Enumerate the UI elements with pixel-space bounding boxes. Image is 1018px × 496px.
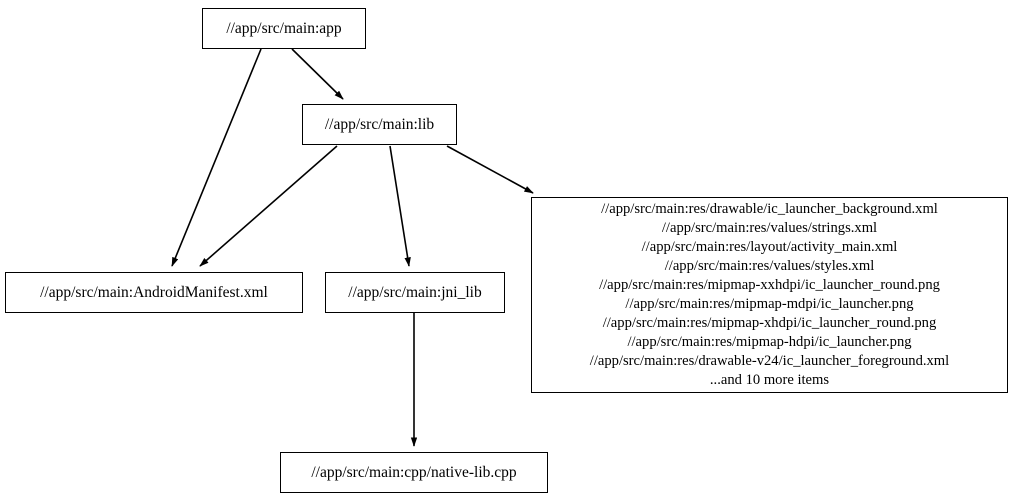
- node-app[interactable]: //app/src/main:app: [202, 8, 366, 49]
- edge-app-to-manifest: [171, 48, 262, 267]
- node-jni-lib[interactable]: //app/src/main:jni_lib: [325, 272, 505, 313]
- edge-lib-to-res-group: [446, 145, 534, 194]
- node-native-lib-cpp[interactable]: //app/src/main:cpp/native-lib.cpp: [280, 452, 548, 493]
- node-res-group-label: //app/src/main:res/drawable/ic_launcher_…: [589, 200, 950, 389]
- node-android-manifest[interactable]: //app/src/main:AndroidManifest.xml: [5, 272, 303, 313]
- node-res-group[interactable]: //app/src/main:res/drawable/ic_launcher_…: [531, 197, 1008, 393]
- edge-lib-to-manifest: [199, 145, 338, 267]
- node-native-lib-cpp-label: //app/src/main:cpp/native-lib.cpp: [311, 463, 517, 481]
- node-android-manifest-label: //app/src/main:AndroidManifest.xml: [40, 283, 268, 301]
- node-jni-lib-label: //app/src/main:jni_lib: [348, 283, 482, 301]
- node-app-label: //app/src/main:app: [226, 19, 342, 37]
- node-lib-label: //app/src/main:lib: [324, 115, 435, 133]
- edge-app-to-lib: [291, 48, 344, 100]
- edge-lib-to-jni-lib: [389, 145, 411, 267]
- node-lib[interactable]: //app/src/main:lib: [302, 104, 457, 145]
